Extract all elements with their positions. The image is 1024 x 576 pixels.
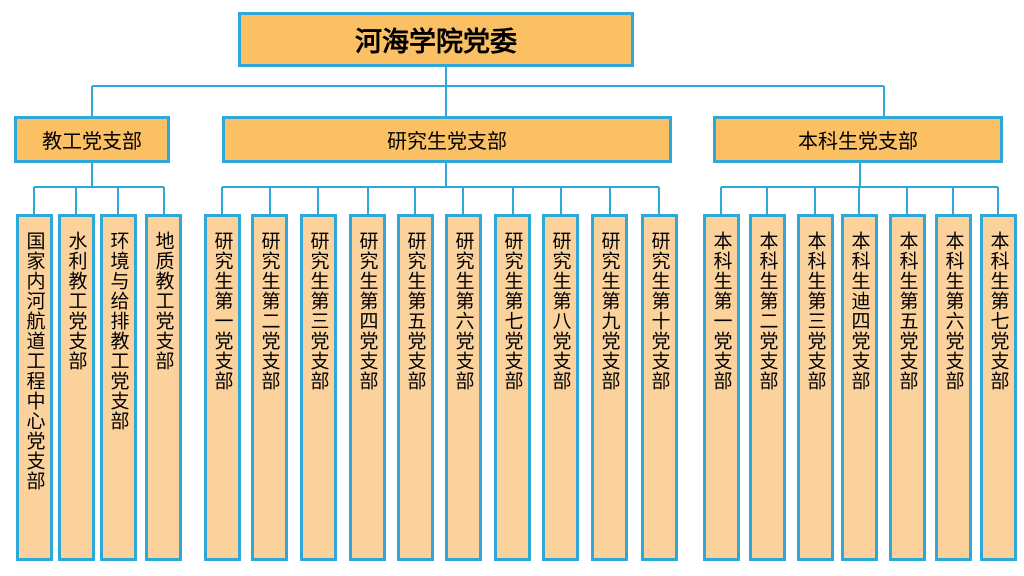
- leaf-faculty-3: 环境与给排教工党支部: [100, 214, 137, 561]
- leaf-faculty-4: 地质教工党支部: [145, 214, 182, 561]
- branch-faculty-label: 教工党支部: [42, 129, 142, 153]
- leaf-label: 水利教工党支部: [65, 231, 88, 371]
- leaf-graduate-7: 研究生第七党支部: [494, 214, 531, 561]
- leaf-label: 研究生第十党支部: [648, 231, 671, 391]
- leaf-graduate-6: 研究生第六党支部: [445, 214, 482, 561]
- leaf-label: 研究生第七党支部: [501, 231, 524, 391]
- leaf-faculty-2: 水利教工党支部: [58, 214, 95, 561]
- leaf-label: 本科生迪四党支部: [848, 231, 871, 391]
- leaf-graduate-8: 研究生第八党支部: [542, 214, 579, 561]
- branch-undergraduate: 本科生党支部: [713, 116, 1003, 163]
- leaf-label: 研究生第三党支部: [307, 231, 330, 391]
- leaf-label: 本科生第一党支部: [710, 231, 733, 391]
- leaf-undergraduate-5: 本科生第五党支部: [889, 214, 926, 561]
- leaf-label: 研究生第九党支部: [598, 231, 621, 391]
- leaf-label: 研究生第八党支部: [549, 231, 572, 391]
- leaf-graduate-9: 研究生第九党支部: [591, 214, 628, 561]
- leaf-label: 地质教工党支部: [152, 231, 175, 371]
- leaf-graduate-10: 研究生第十党支部: [641, 214, 678, 561]
- leaf-undergraduate-7: 本科生第七党支部: [980, 214, 1017, 561]
- leaf-label: 本科生第二党支部: [756, 231, 779, 391]
- branch-faculty: 教工党支部: [14, 116, 170, 163]
- leaf-label: 研究生第一党支部: [211, 231, 234, 391]
- leaf-graduate-5: 研究生第五党支部: [397, 214, 434, 561]
- leaf-label: 研究生第六党支部: [452, 231, 475, 391]
- branch-graduate: 研究生党支部: [222, 116, 672, 163]
- branch-undergraduate-label: 本科生党支部: [798, 129, 918, 153]
- leaf-label: 本科生第六党支部: [942, 231, 965, 391]
- leaf-label: 本科生第七党支部: [987, 231, 1010, 391]
- leaf-undergraduate-1: 本科生第一党支部: [703, 214, 740, 561]
- org-root-label: 河海学院党委: [355, 27, 517, 58]
- leaf-label: 研究生第五党支部: [404, 231, 427, 391]
- leaf-graduate-3: 研究生第三党支部: [300, 214, 337, 561]
- leaf-label: 环境与给排教工党支部: [107, 231, 130, 431]
- leaf-graduate-1: 研究生第一党支部: [204, 214, 241, 561]
- leaf-label: 研究生第二党支部: [258, 231, 281, 391]
- leaf-undergraduate-6: 本科生第六党支部: [935, 214, 972, 561]
- leaf-graduate-2: 研究生第二党支部: [251, 214, 288, 561]
- leaf-graduate-4: 研究生第四党支部: [349, 214, 386, 561]
- leaf-label: 研究生第四党支部: [356, 231, 379, 391]
- leaf-undergraduate-2: 本科生第二党支部: [749, 214, 786, 561]
- leaf-faculty-1: 国家内河航道工程中心党支部: [16, 214, 53, 561]
- branch-graduate-label: 研究生党支部: [387, 129, 507, 153]
- leaf-label: 本科生第五党支部: [896, 231, 919, 391]
- org-root: 河海学院党委: [238, 12, 634, 67]
- leaf-undergraduate-4: 本科生迪四党支部: [841, 214, 878, 561]
- leaf-label: 国家内河航道工程中心党支部: [23, 231, 46, 491]
- leaf-label: 本科生第三党支部: [804, 231, 827, 391]
- leaf-undergraduate-3: 本科生第三党支部: [797, 214, 834, 561]
